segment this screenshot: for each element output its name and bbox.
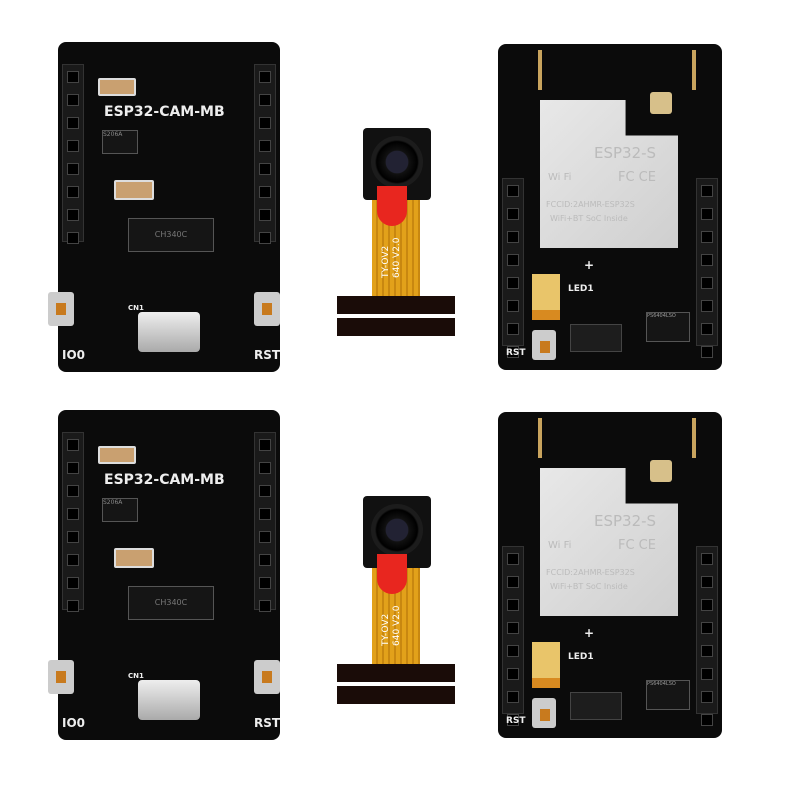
led1-label: LED1 — [568, 284, 594, 294]
pin-header-left — [62, 64, 84, 244]
cert-marks: FC CE — [618, 538, 656, 553]
pin-header-right — [254, 432, 276, 612]
reset-button[interactable] — [532, 330, 556, 360]
reset-button[interactable] — [532, 698, 556, 728]
resistor — [98, 446, 136, 464]
esp32-cam-mb-board: ESP32-CAM-MB S206A CH340C IO0 RST CN1 — [48, 42, 281, 372]
regulator-chip: S206A — [102, 130, 138, 154]
rst-button[interactable] — [254, 660, 280, 694]
cert-marks: FC CE — [618, 170, 656, 185]
esp32-cam-board: ESP32-S Wi Fi FC CE FCCID:2AHMR-ESP32S W… — [498, 412, 722, 738]
esp32-cam-mb-board: ESP32-CAM-MB S206A CH340C IO0 RST CN1 — [48, 410, 281, 740]
flex-connector — [337, 664, 455, 682]
usb-serial-chip: CH340C — [128, 218, 214, 252]
io0-button[interactable] — [48, 660, 74, 694]
rst-button[interactable] — [254, 292, 280, 326]
fcc-id: FCCID:2AHMR-ESP32S — [546, 200, 635, 209]
flex-stiffener — [337, 686, 455, 704]
pin-header-left — [502, 546, 524, 726]
plus-sign: + — [584, 258, 595, 272]
pcb-antenna — [538, 50, 696, 90]
esp32-cam-board: ESP32-S Wi Fi FC CE FCCID:2AHMR-ESP32S W… — [498, 44, 722, 370]
led1-label: LED1 — [568, 652, 594, 662]
pin-header-right — [696, 546, 718, 726]
tantalum-capacitor — [532, 642, 560, 688]
pcb-antenna — [538, 418, 696, 458]
rst-label: RST — [506, 348, 526, 358]
psram-chip: PS6404LSO — [646, 312, 690, 342]
product-set-row: ESP32-CAM-MB S206A CH340C IO0 RST CN1 TY… — [0, 0, 800, 372]
cn1-label: CN1 — [128, 304, 144, 312]
micro-usb-port[interactable] — [138, 312, 200, 352]
micro-usb-port[interactable] — [138, 680, 200, 720]
wifi-badge: Wi Fi — [548, 540, 572, 551]
rst-label: RST — [254, 348, 281, 362]
usb-serial-chip: CH340C — [128, 586, 214, 620]
pin-header-right — [254, 64, 276, 244]
io0-label: IO0 — [62, 716, 86, 730]
regulator-chip: S206A — [102, 498, 138, 522]
fcc-id: FCCID:2AHMR-ESP32S — [546, 568, 635, 577]
lens-cover-tab — [377, 186, 407, 226]
cn1-label: CN1 — [128, 672, 144, 680]
board-title: ESP32-CAM-MB — [104, 104, 225, 120]
pin-header-left — [502, 178, 524, 358]
plus-sign: + — [584, 626, 595, 640]
rst-label: RST — [506, 716, 526, 726]
lens-icon — [371, 136, 423, 188]
voltage-regulator — [570, 692, 622, 720]
module-name: ESP32-S — [594, 512, 657, 530]
voltage-regulator — [570, 324, 622, 352]
ufl-antenna-connector — [650, 92, 672, 114]
pin-header-right — [696, 178, 718, 358]
wifi-badge: Wi Fi — [548, 172, 572, 183]
capacitor — [114, 180, 154, 200]
io0-button[interactable] — [48, 292, 74, 326]
product-set-row: ESP32-CAM-MB S206A CH340C IO0 RST CN1 TY… — [0, 368, 800, 740]
camera-housing — [363, 496, 431, 568]
ufl-antenna-connector — [650, 460, 672, 482]
capacitor — [114, 548, 154, 568]
lens-icon — [371, 504, 423, 556]
flex-connector — [337, 296, 455, 314]
module-tagline: WiFi+BT SoC Inside — [550, 582, 628, 591]
module-tagline: WiFi+BT SoC Inside — [550, 214, 628, 223]
io0-label: IO0 — [62, 348, 86, 362]
psram-chip: PS6404LSO — [646, 680, 690, 710]
resistor — [98, 78, 136, 96]
lens-cover-tab — [377, 554, 407, 594]
flex-stiffener — [337, 318, 455, 336]
tantalum-capacitor — [532, 274, 560, 320]
board-title: ESP32-CAM-MB — [104, 472, 225, 488]
module-name: ESP32-S — [594, 144, 657, 162]
rst-label: RST — [254, 716, 281, 730]
pin-header-left — [62, 432, 84, 612]
